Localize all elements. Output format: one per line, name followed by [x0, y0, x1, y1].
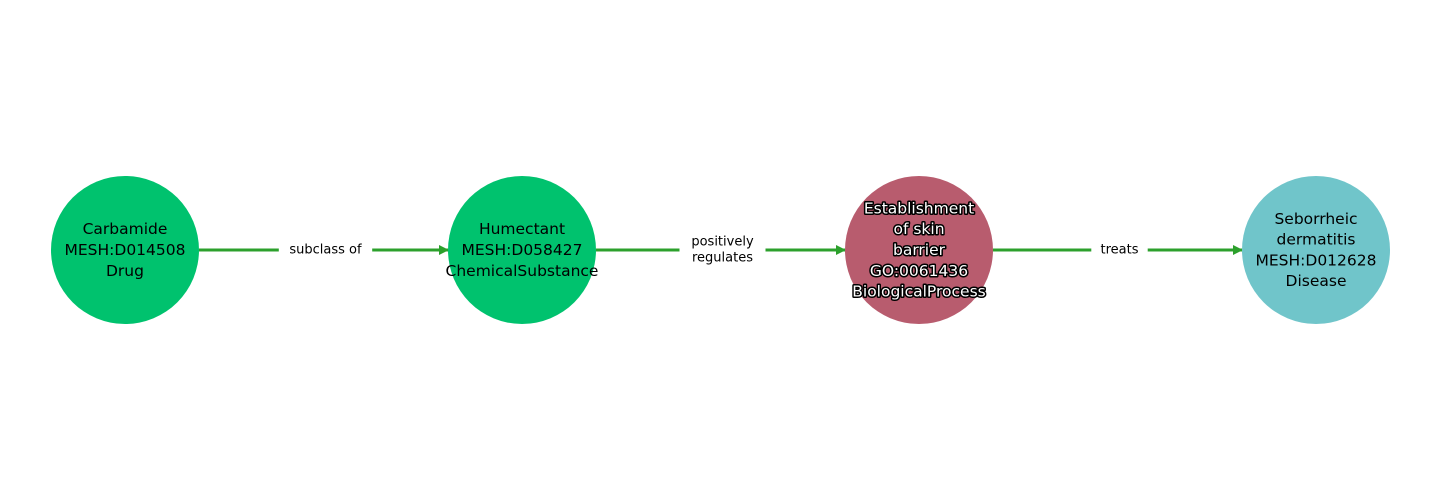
node-circle[interactable] — [1242, 176, 1390, 324]
edge-label-line: regulates — [692, 251, 753, 266]
node-label-line: Establishment — [864, 199, 974, 217]
edge-label-line: treats — [1101, 243, 1139, 258]
edge-label-line: subclass of — [289, 243, 362, 258]
node-label-line: Disease — [1286, 272, 1347, 290]
edge-skin-barrier-to-seborrheic-dermatitis: treats — [993, 239, 1244, 261]
node-label-line: GO:0061436 — [870, 262, 968, 280]
node-circle[interactable] — [845, 176, 993, 324]
edge-label-line: positively — [691, 235, 754, 250]
node-circle[interactable] — [51, 176, 199, 324]
node-label-line: Humectant — [479, 220, 565, 238]
node-label-line: MESH:D058427 — [462, 241, 583, 259]
edge-label-background — [1091, 239, 1148, 261]
node-label-line: barrier — [893, 241, 946, 259]
node-label-line: BiologicalProcess — [852, 283, 985, 301]
node-label-line: MESH:D014508 — [65, 241, 186, 259]
node-label-line: Drug — [106, 262, 144, 280]
edge-carbamide-to-humectant: subclass of — [199, 239, 450, 261]
node-label-line: Seborrheic — [1274, 210, 1357, 228]
node-label-line: MESH:D012628 — [1256, 251, 1377, 269]
node-circle[interactable] — [448, 176, 596, 324]
edge-label-background — [278, 239, 373, 261]
edge-label-background — [679, 231, 766, 269]
edge-label: subclass of — [289, 243, 362, 258]
node-label-line: ChemicalSubstance — [446, 262, 599, 280]
node-label-line: Carbamide — [83, 220, 168, 238]
node-label-line: of skin — [893, 220, 944, 238]
node-label-line: dermatitis — [1277, 231, 1356, 249]
edge-label: treats — [1101, 243, 1139, 258]
